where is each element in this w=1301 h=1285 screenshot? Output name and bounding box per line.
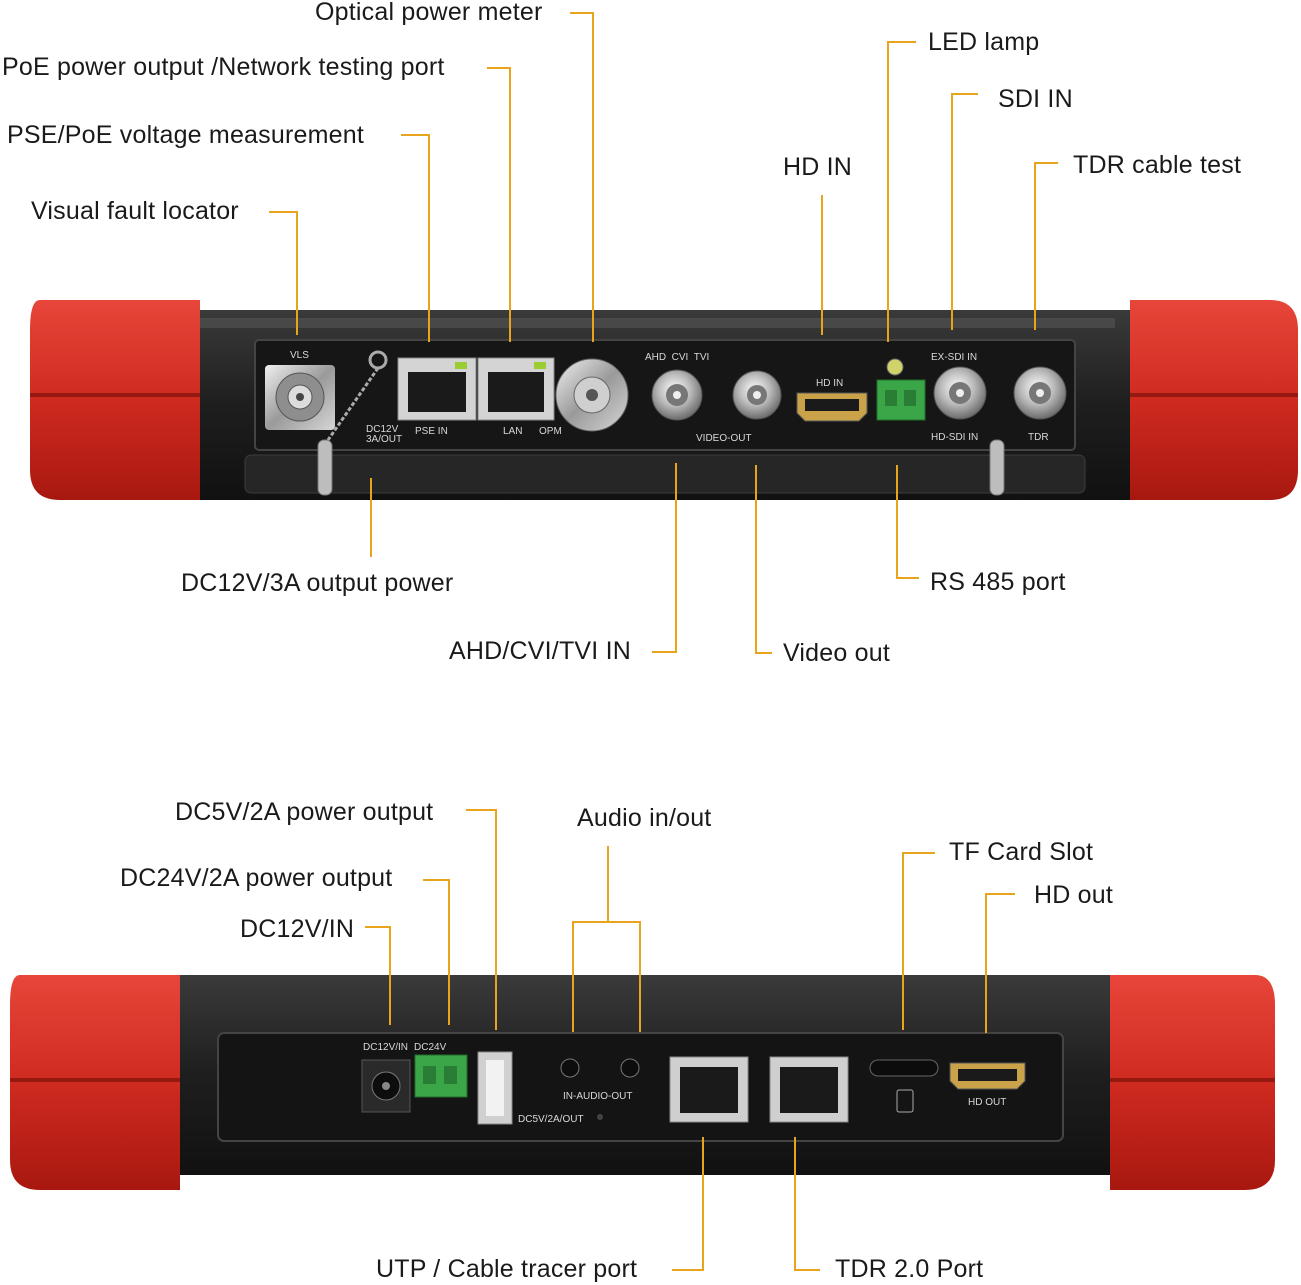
ahd-bnc [651, 369, 703, 421]
opm-port-label: OPM [539, 426, 562, 437]
sdi-bnc [933, 366, 987, 420]
tdr-port-label: TDR [1028, 432, 1049, 443]
callout-ahd-cvi-tvi: AHD/CVI/TVI IN [449, 637, 631, 665]
callout-tdr-cable-test: TDR cable test [1073, 151, 1242, 179]
right-hinge [989, 439, 1005, 496]
callout-hd-in: HD IN [783, 153, 853, 181]
vls-port-label: VLS [290, 350, 309, 361]
audio-port-label: IN-AUDIO-OUT [563, 1091, 632, 1102]
callout-dc5v-output: DC5V/2A power output [175, 798, 434, 826]
callout-hd-out: HD out [1034, 881, 1114, 909]
ahd-port-label: AHD CVI TVI [645, 352, 709, 363]
callout-dc24v-output: DC24V/2A power output [120, 864, 393, 892]
rs485-terminal [876, 379, 926, 421]
callout-utp: UTP / Cable tracer port [376, 1255, 638, 1283]
dc24v-port-label: DC24V [414, 1042, 447, 1053]
pse-in-port [397, 357, 477, 421]
hdmi-in-port [796, 392, 868, 422]
ex-sdi-port-label: EX-SDI IN [931, 352, 977, 363]
left-red-bumper [30, 300, 200, 500]
left-hinge [317, 439, 333, 496]
lan-port-label: LAN [503, 426, 522, 437]
tdr-bnc [1013, 366, 1067, 420]
hdmi-out-port [949, 1062, 1026, 1090]
pse-in-port-label: PSE IN [415, 426, 448, 437]
callout-visual-fault-locator: Visual fault locator [31, 197, 239, 225]
hd-out-port-label: HD OUT [968, 1097, 1006, 1108]
tdr2-port [769, 1056, 849, 1123]
dc12v-sub-port-label: 3A/OUT [366, 434, 402, 445]
lan-port [477, 357, 555, 421]
callout-tf-card: TF Card Slot [949, 838, 1094, 866]
dc24v-terminal [414, 1054, 468, 1098]
audio-out-jack [620, 1058, 640, 1078]
bottom-right-red-bumper [1110, 975, 1275, 1190]
bottom-left-red-bumper [10, 975, 180, 1190]
callout-tdr2: TDR 2.0 Port [835, 1255, 984, 1283]
callout-rs485: RS 485 port [930, 568, 1066, 596]
bottom-device [10, 975, 1275, 1190]
callout-optical-power-meter: Optical power meter [315, 0, 543, 26]
callout-video-out: Video out [783, 639, 890, 667]
callout-pse-poe-voltage: PSE/PoE voltage measurement [7, 121, 364, 149]
video-out-port-label: VIDEO-OUT [696, 433, 752, 444]
vls-connector [265, 365, 335, 430]
leader-lines [269, 12, 1058, 1271]
callout-poe-output: PoE power output /Network testing port [2, 53, 445, 81]
led-lamp [886, 358, 904, 376]
callout-led-lamp: LED lamp [928, 28, 1040, 56]
utp-port [669, 1056, 749, 1123]
tf-card-slot [869, 1059, 939, 1077]
dc12v-in-port-label: DC12V/IN [363, 1042, 408, 1053]
callout-dc12v-in: DC12V/IN [240, 915, 355, 943]
video-out-bnc [732, 370, 782, 420]
audio-in-jack [560, 1058, 580, 1078]
callout-sdi-in: SDI IN [998, 85, 1073, 113]
callout-dc12v-output: DC12V/3A output power [181, 569, 454, 597]
dc5v-port-label: DC5V/2A/OUT [518, 1114, 584, 1125]
right-red-bumper [1130, 300, 1298, 500]
usb-port [477, 1051, 513, 1125]
hd-in-port-label: HD IN [816, 378, 843, 389]
dc12v-port-label: DC12V [366, 424, 399, 435]
callout-audio: Audio in/out [577, 804, 712, 832]
sd-card-icon [896, 1089, 914, 1113]
bottom-connector-panel [217, 1032, 1064, 1142]
dc12v-in-jack [361, 1059, 411, 1113]
hd-sdi-port-label: HD-SDI IN [931, 432, 978, 443]
opm-connector [555, 358, 629, 432]
top-device [30, 300, 1298, 500]
